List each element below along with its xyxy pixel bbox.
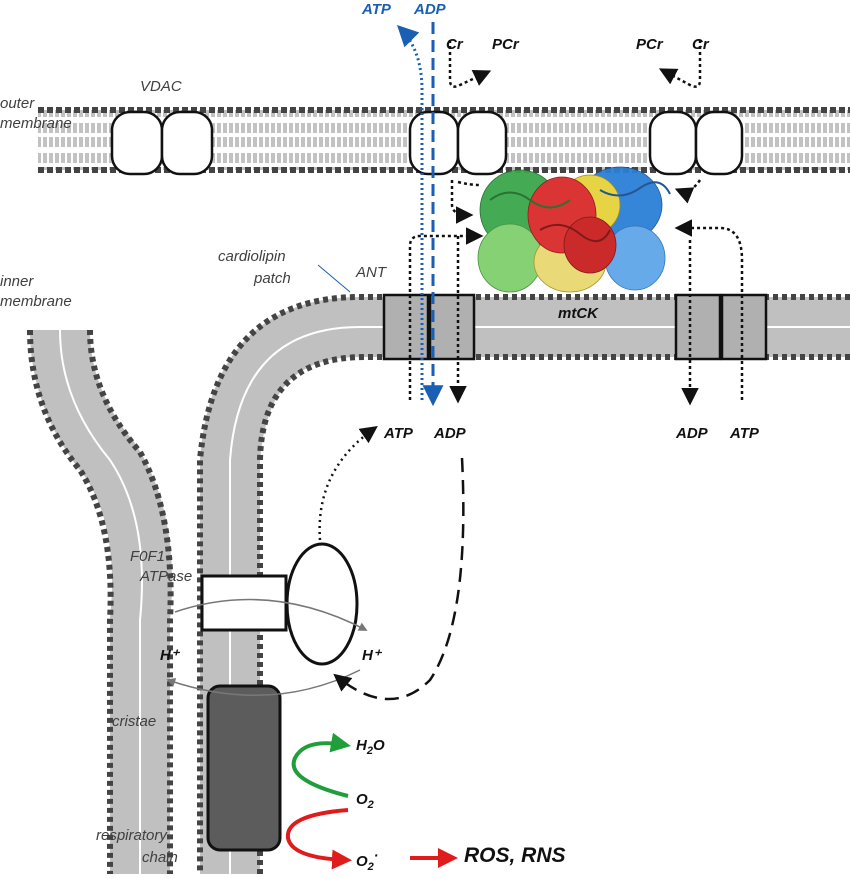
outer-membrane-label-line1: outer <box>0 95 35 112</box>
right-adp-label: ADP <box>676 425 708 442</box>
superoxide-label-main: O <box>356 853 368 870</box>
cardiolipin-label-line1: cardiolipin <box>218 248 286 265</box>
ant-transporter-right <box>674 293 768 361</box>
cardiolipin-pointer <box>317 264 351 293</box>
inner-membrane-label-line2: membrane <box>0 293 72 310</box>
matrix-adp-label: ADP <box>434 425 466 442</box>
proton-label-left: H⁺ <box>160 647 179 664</box>
matrix-atp-label: ATP <box>384 425 413 442</box>
ant-transporter-left <box>382 293 476 361</box>
water-label-tail: O <box>372 737 385 754</box>
vdac-channel-middle <box>408 110 508 176</box>
water-formation-arrow <box>291 732 351 798</box>
f0f1-atpase-label-line1: F0F1- <box>130 548 171 565</box>
oxygen-label-subscript: 2 <box>367 799 374 811</box>
phosphocreatine-label-right: PCr <box>636 36 663 53</box>
cristae-label: cristae <box>112 713 157 730</box>
water-label-main: H <box>356 737 367 754</box>
respiratory-chain-label-line1: respiratory <box>96 827 167 844</box>
f0f1-atpase-label-line2: ATPase <box>140 568 193 585</box>
blue-atp-flux-arrow <box>397 25 424 400</box>
superoxide-label: O2· <box>356 846 378 877</box>
water-label: H2O <box>356 736 385 761</box>
vdac-channel-right <box>648 110 744 176</box>
cardiolipin-label-line2: patch <box>254 270 291 287</box>
top-atp-label: ATP <box>362 1 391 18</box>
vdac-label: VDAC <box>140 78 182 95</box>
respiratory-chain-label-line2: chain <box>142 849 178 866</box>
inner-membrane-label-line1: inner <box>0 273 34 290</box>
respiratory-chain-complex <box>206 684 282 852</box>
creatine-label-right: Cr <box>692 36 709 53</box>
proton-label-right: H⁺ <box>362 647 381 664</box>
water-label-subscript: 2 <box>366 745 373 757</box>
right-atp-label: ATP <box>730 425 759 442</box>
phosphocreatine-label-left: PCr <box>492 36 519 53</box>
oxygen-label: O2 <box>356 790 374 815</box>
creatine-flux-arrows <box>318 40 744 701</box>
vdac-channel-left <box>110 110 214 176</box>
proton-arrow-right <box>174 598 368 631</box>
creatine-label-left: Cr <box>446 36 463 53</box>
inner-membrane <box>27 294 850 874</box>
f0f1-atpase <box>200 542 359 666</box>
superoxide-label-radical: · <box>373 847 379 863</box>
top-adp-label: ADP <box>414 1 446 18</box>
superoxide-label-subscript: 2 <box>367 861 374 873</box>
ant-label: ANT <box>356 264 386 281</box>
mtck-protein-structure <box>477 166 671 293</box>
superoxide-formation-arrow <box>285 808 352 870</box>
outer-membrane-label-line2: membrane <box>0 115 72 132</box>
oxygen-label-main: O <box>356 791 368 808</box>
ros-rns-label: ROS, RNS <box>464 844 566 867</box>
mtck-label: mtCK <box>558 305 598 322</box>
